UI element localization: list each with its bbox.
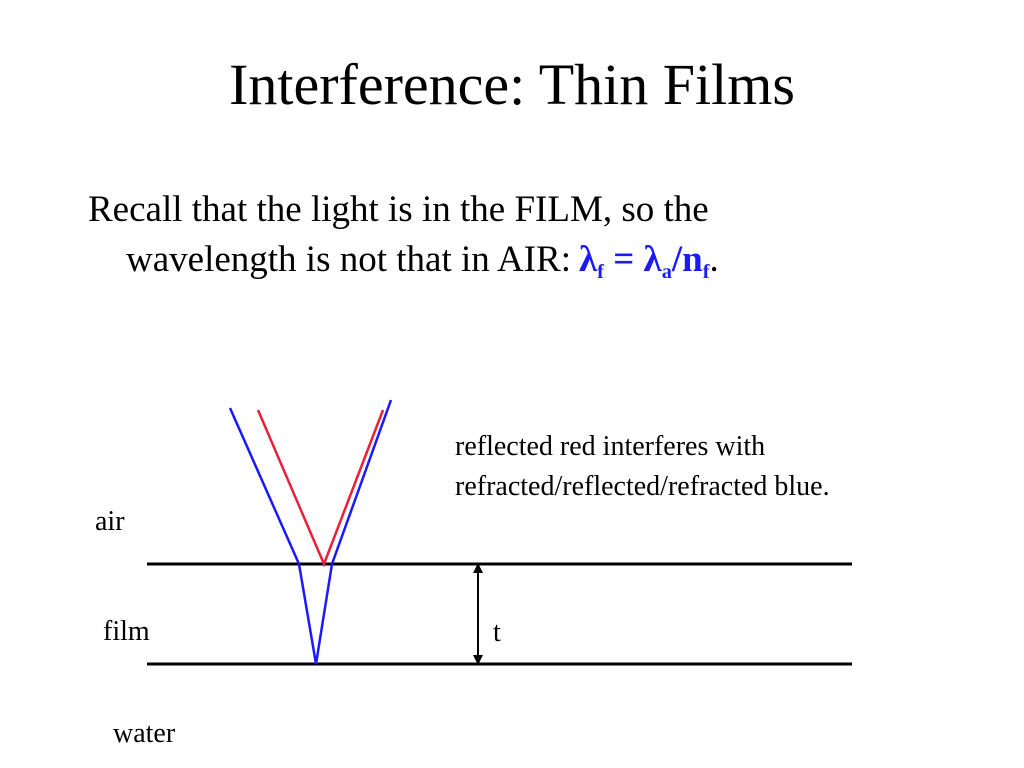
body-line-2: wavelength is not that in AIR:λf = λa/nf… xyxy=(88,235,968,285)
wavelength-formula: λf = λa/nf xyxy=(578,239,710,284)
film-label: film xyxy=(103,616,150,647)
slide-title: Interference: Thin Films xyxy=(229,52,795,117)
red-ray xyxy=(256,409,385,568)
formula-equals: = xyxy=(603,239,644,280)
formula-lambda-f: λ xyxy=(578,239,598,280)
blue-ray xyxy=(228,399,393,665)
air-label: air xyxy=(95,506,125,537)
formula-lambda-a: λ xyxy=(643,239,662,280)
formula-sub-nf: f xyxy=(702,261,710,284)
interference-note: reflected red interferes with refracted/… xyxy=(455,427,830,507)
formula-sub-a: a xyxy=(661,261,672,284)
water-label: water xyxy=(113,718,176,749)
note-line-1: reflected red interferes with xyxy=(455,431,766,462)
formula-slash-n: /n xyxy=(671,239,703,280)
body-text: Recall that the light is in the FILM, so… xyxy=(88,185,968,285)
note-line-2: refracted/reflected/refracted blue. xyxy=(455,471,830,502)
body-line-1: Recall that the light is in the FILM, so… xyxy=(88,189,709,230)
formula-sub-f: f xyxy=(597,261,604,284)
thickness-label: t xyxy=(493,617,501,648)
formula-period: . xyxy=(709,239,719,280)
body-line-2-text: wavelength is not that in AIR: xyxy=(126,239,571,280)
